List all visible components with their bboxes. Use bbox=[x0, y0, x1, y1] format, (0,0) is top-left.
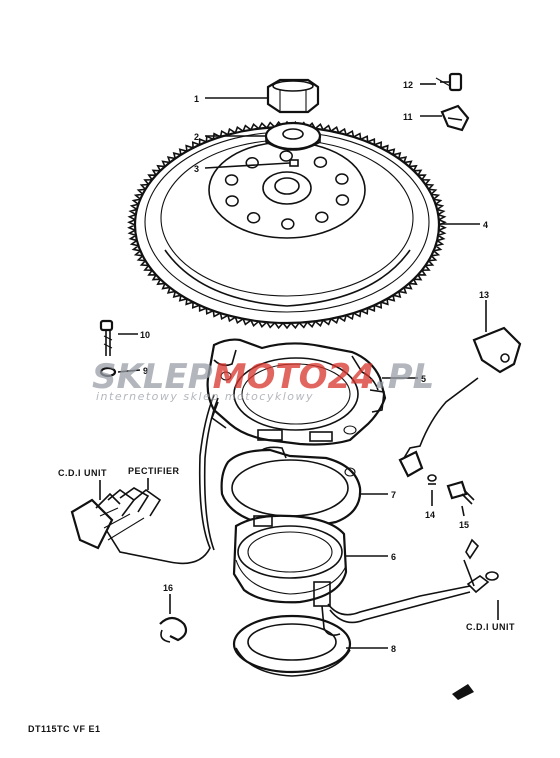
bracket-plate bbox=[398, 326, 522, 478]
callout-10: 10 bbox=[140, 330, 150, 340]
callout-3: 3 bbox=[194, 164, 199, 174]
washer-9 bbox=[99, 366, 117, 378]
flywheel-bolt-hole bbox=[315, 211, 329, 223]
callout-11: 11 bbox=[403, 112, 413, 122]
flywheel bbox=[127, 120, 447, 330]
flywheel-bolt-hole bbox=[313, 156, 328, 168]
callout-9: 9 bbox=[143, 366, 148, 376]
watermark-logo: SKLEPMOTO24.PL bbox=[92, 357, 434, 397]
callout-15: 15 bbox=[459, 520, 469, 530]
flywheel-bolt-hole bbox=[335, 194, 350, 206]
watermark: SKLEPMOTO24.PL internetowy sklep motocyk… bbox=[92, 357, 434, 403]
flywheel-bolt-hole bbox=[335, 173, 349, 185]
callout-8: 8 bbox=[391, 644, 396, 654]
callout-5: 5 bbox=[421, 374, 426, 384]
screw-14 bbox=[427, 474, 437, 485]
callout-4: 4 bbox=[483, 220, 488, 230]
callout-6: 6 bbox=[391, 552, 396, 562]
bottom-ring bbox=[232, 614, 352, 677]
cdi-connector-left bbox=[70, 487, 162, 550]
flywheel-bolt-hole bbox=[224, 174, 239, 186]
clip-16 bbox=[159, 616, 188, 643]
flywheel-bolt-hole bbox=[279, 150, 293, 162]
callout-2: 2 bbox=[194, 132, 199, 142]
watermark-part-sklep: SKLEP bbox=[92, 357, 213, 397]
rectifier-label: PECTIFIER bbox=[128, 466, 180, 476]
callout-16: 16 bbox=[163, 583, 173, 593]
ring-gasket bbox=[220, 446, 362, 528]
nut bbox=[266, 78, 320, 114]
screw-12 bbox=[435, 72, 463, 92]
callout-1: 1 bbox=[194, 94, 199, 104]
wiring-harness bbox=[99, 377, 499, 636]
front-arrow-mark bbox=[452, 684, 474, 700]
leader-lines bbox=[99, 83, 499, 649]
bolt-15 bbox=[446, 480, 475, 505]
clamp-11 bbox=[440, 104, 470, 132]
callout-7: 7 bbox=[391, 490, 396, 500]
callout-14: 14 bbox=[425, 510, 435, 520]
watermark-part-moto: MOTO bbox=[213, 357, 328, 397]
bolt-10 bbox=[99, 319, 114, 356]
flywheel-bolt-hole bbox=[246, 212, 261, 224]
model-code: DT115TC VF E1 bbox=[28, 724, 101, 734]
flywheel-bolt-hole bbox=[281, 218, 295, 230]
pulser-coil bbox=[232, 514, 348, 607]
flywheel-bolt-hole bbox=[245, 157, 259, 169]
watermark-tagline: internetowy sklep motocyklowy bbox=[96, 390, 314, 403]
cdi-unit-label-right: C.D.I UNIT bbox=[466, 622, 515, 632]
washer bbox=[264, 121, 322, 151]
callout-labels: 1 2 3 4 5 6 7 8 9 10 11 12 13 14 15 16 bbox=[140, 80, 489, 654]
watermark-part-pl: .PL bbox=[375, 357, 435, 397]
callout-12: 12 bbox=[403, 80, 413, 90]
cdi-unit-label-left: C.D.I UNIT bbox=[58, 468, 107, 478]
callout-13: 13 bbox=[479, 290, 489, 300]
watermark-part-24: 24 bbox=[328, 357, 375, 397]
stator-plate bbox=[206, 338, 387, 446]
flywheel-bolt-hole bbox=[225, 195, 239, 207]
